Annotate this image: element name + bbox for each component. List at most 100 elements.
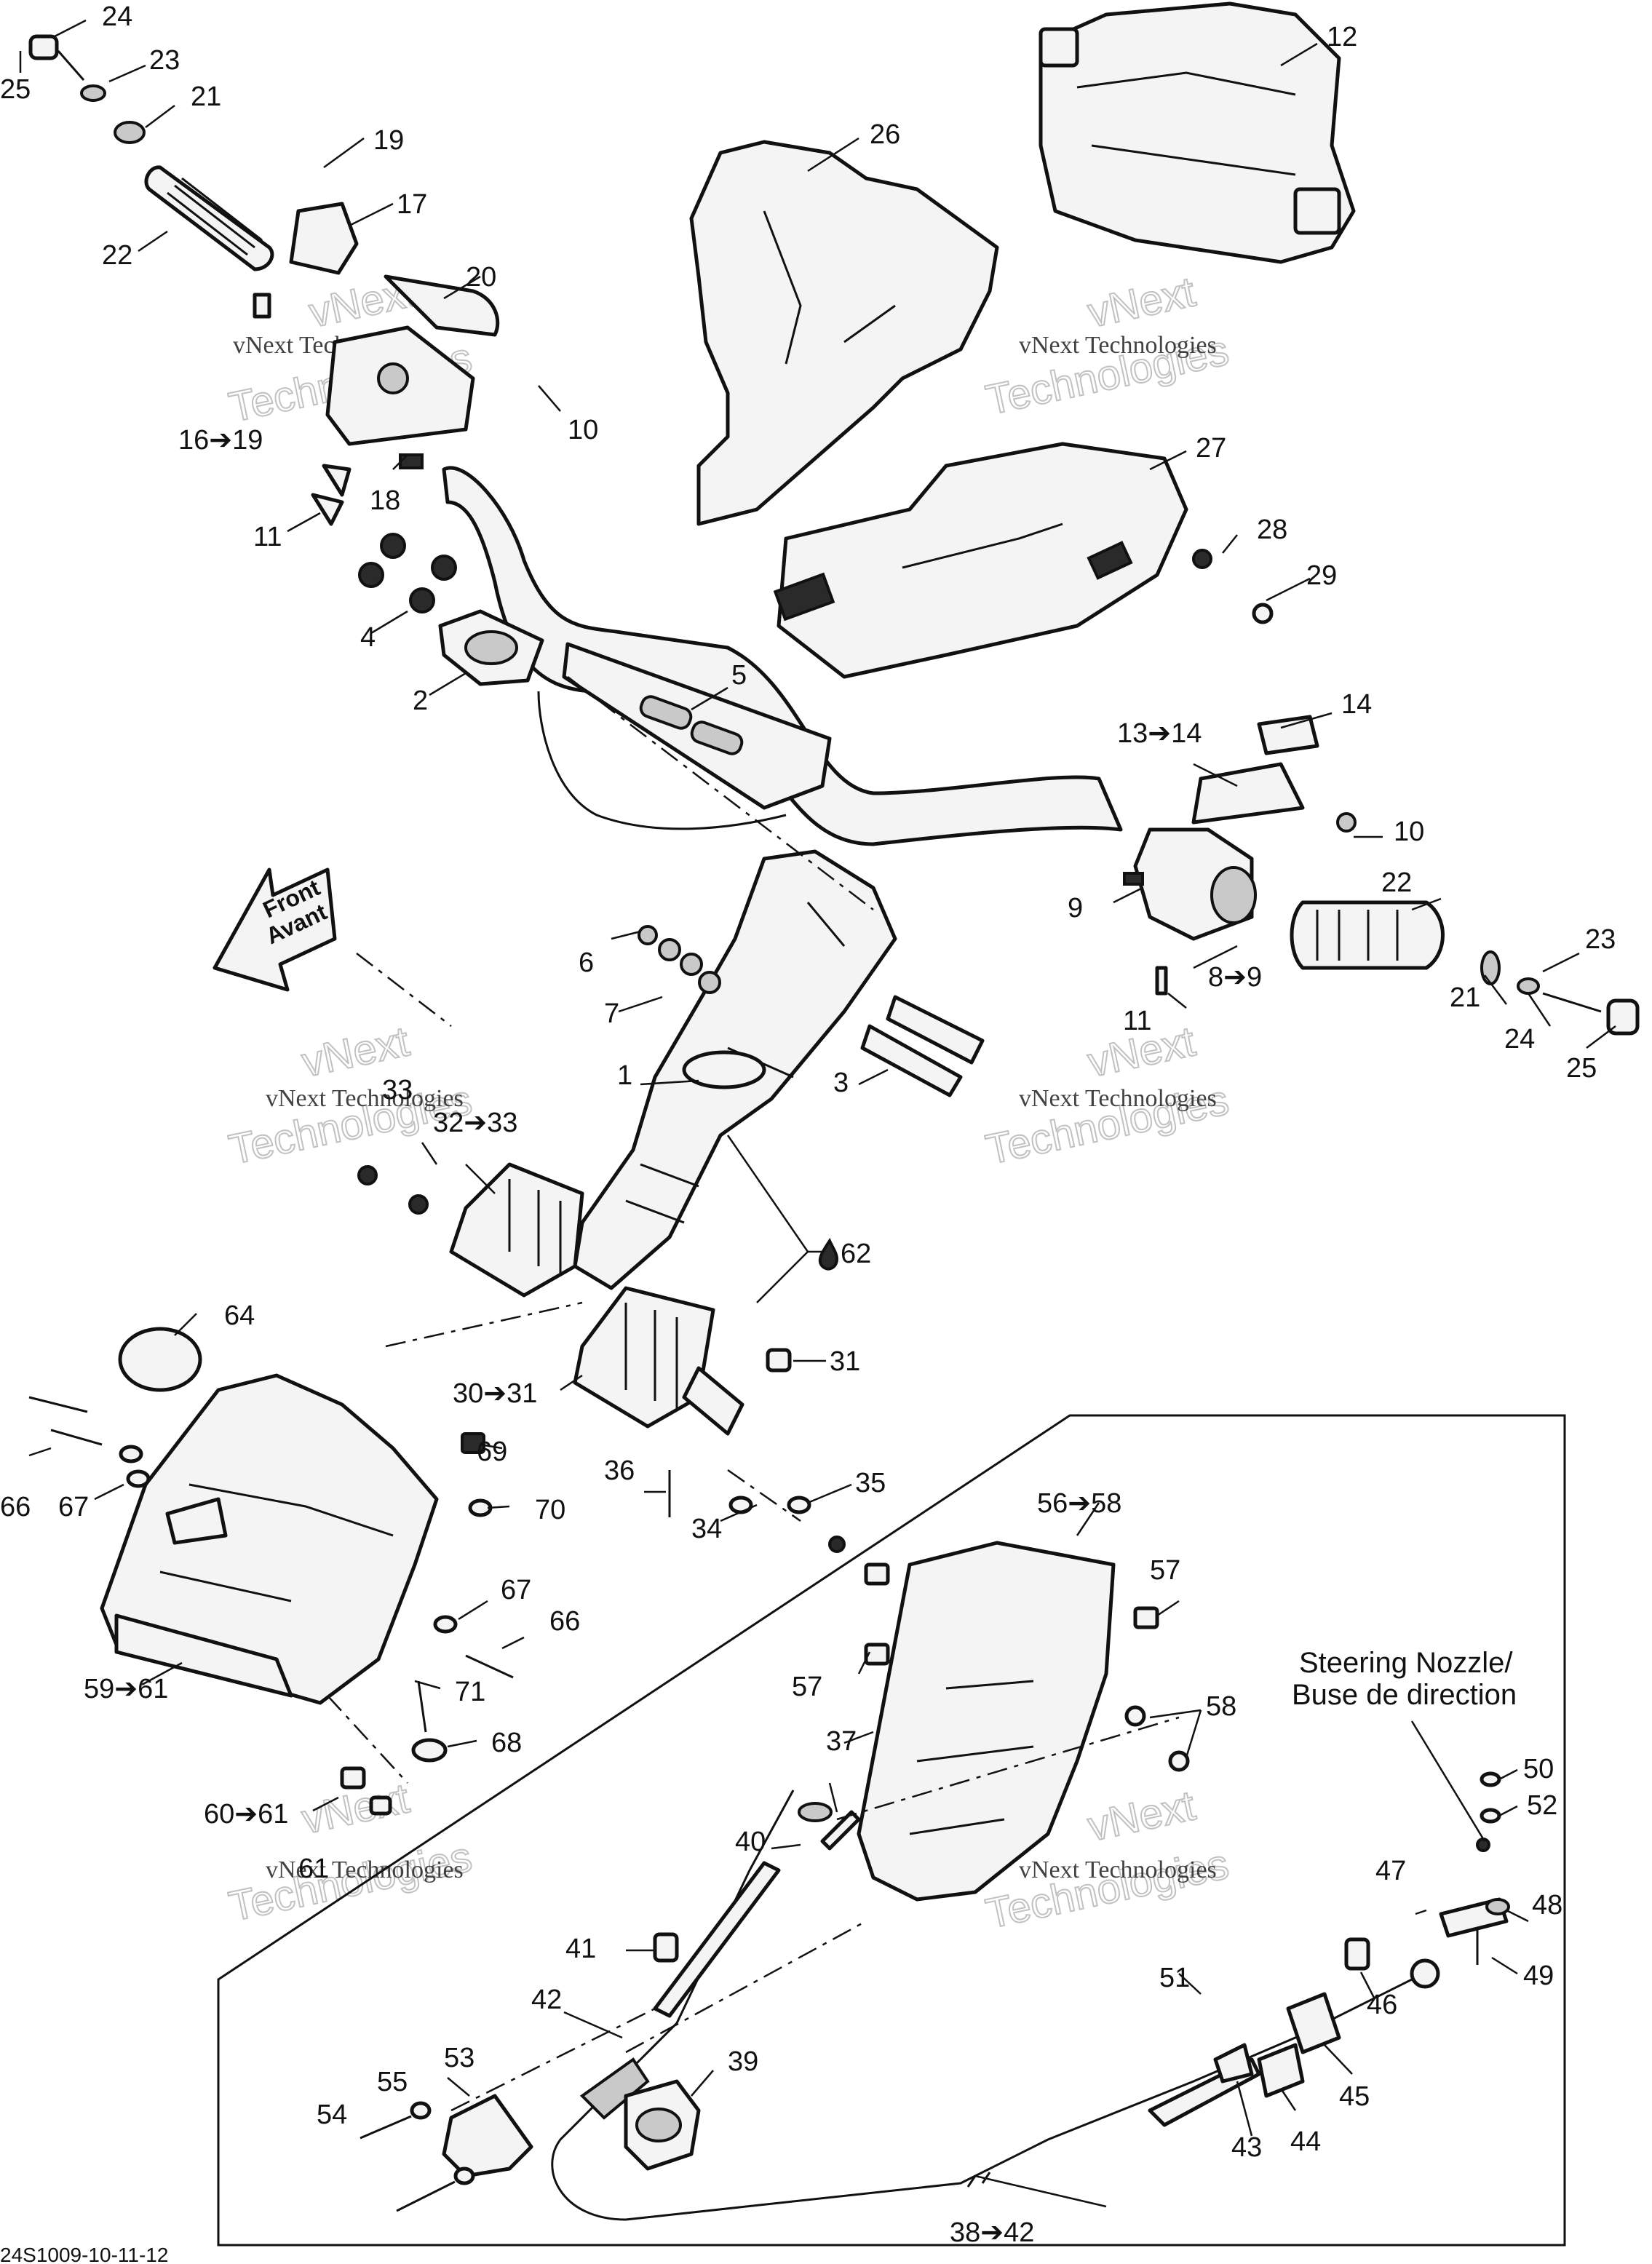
callout-35: 35: [855, 1468, 886, 1498]
cable-bushings: [1213, 1937, 1370, 2098]
callout-22: 22: [102, 240, 132, 271]
callout-29: 29: [1306, 560, 1337, 591]
callout-39: 39: [728, 2046, 758, 2077]
front-direction-arrow: Front Avant: [213, 867, 337, 992]
lubricant-drop-icon: [818, 1237, 839, 1271]
callout-58: 58: [1206, 1691, 1236, 1722]
callout-44: 44: [1290, 2126, 1321, 2157]
left-grip-assembly: [28, 34, 500, 526]
callout-2: 2: [413, 686, 428, 716]
callout-10b: 10: [1394, 817, 1424, 847]
nuts: [358, 533, 457, 613]
callout-22b: 22: [1381, 867, 1412, 898]
callout-37: 37: [826, 1726, 857, 1757]
callout-27: 27: [1196, 433, 1226, 464]
callout-17: 17: [397, 189, 427, 220]
callout-21: 21: [191, 82, 221, 112]
lower-housing: [100, 1373, 439, 1816]
callout-30-31: 30➔31: [453, 1378, 537, 1409]
callout-42: 42: [531, 1985, 562, 2015]
callout-57: 57: [1150, 1555, 1180, 1586]
storage-cover: [1039, 1, 1356, 264]
callout-67b: 67: [501, 1575, 531, 1605]
callout-24: 24: [102, 1, 132, 32]
callout-36: 36: [604, 1455, 635, 1486]
cable-fitting: [624, 2079, 701, 2171]
callout-56-58: 56➔58: [1037, 1488, 1121, 1519]
callout-66: 66: [0, 1492, 31, 1522]
callouts: 24 25 23 21 22 19 17 20 10 16➔19 18 11 4…: [0, 1, 1616, 2248]
callout-5: 5: [731, 660, 747, 691]
callout-18: 18: [370, 485, 400, 516]
callout-48: 48: [1532, 1890, 1562, 1921]
callout-28: 28: [1257, 515, 1287, 545]
callout-19: 19: [373, 125, 404, 156]
alignment-lines: [327, 676, 1180, 2112]
center-cover: [689, 140, 1274, 679]
leader-lines: [19, 19, 1616, 2208]
callout-21b: 21: [1450, 982, 1480, 1013]
callout-11b: 11: [1123, 1006, 1151, 1036]
callout-71: 71: [455, 1677, 485, 1707]
watermark-text: vNext Technologies: [1019, 332, 1217, 359]
callout-7: 7: [604, 998, 619, 1029]
callout-57b: 57: [792, 1672, 822, 1702]
drawing-code: 24S1009-10-11-12: [0, 2244, 168, 2264]
callout-40: 40: [735, 1827, 766, 1857]
callout-24b: 24: [1504, 1024, 1535, 1054]
housing-hardware: [28, 1396, 514, 1763]
watermark-big: vNext: [1084, 268, 1199, 336]
callout-32-33: 32➔33: [433, 1108, 517, 1138]
callout-66b: 66: [549, 1606, 580, 1637]
callout-51: 51: [1159, 1963, 1190, 1993]
watermark-text: vNext Technologies: [266, 1085, 464, 1112]
callout-12: 12: [1327, 22, 1357, 52]
callout-68: 68: [491, 1728, 522, 1758]
callout-20: 20: [466, 262, 496, 293]
callout-10: 10: [568, 415, 598, 445]
callout-52: 52: [1527, 1790, 1557, 1821]
bracket: [857, 1541, 1190, 1902]
callout-33: 33: [382, 1075, 413, 1105]
callout-6: 6: [579, 948, 594, 978]
callout-23: 23: [149, 45, 180, 76]
watermark-text: vNext Technologies: [1019, 1856, 1217, 1883]
watermark-big: vNext: [1084, 1782, 1199, 1850]
callout-62: 62: [841, 1239, 871, 1269]
right-grip-assembly: [1123, 715, 1640, 1036]
callout-41: 41: [565, 1934, 596, 1964]
callout-4: 4: [360, 622, 376, 653]
callout-26: 26: [870, 119, 900, 150]
callout-61: 61: [298, 1854, 329, 1884]
callout-31: 31: [830, 1346, 860, 1377]
callout-47: 47: [1375, 1856, 1406, 1886]
callout-70: 70: [535, 1495, 565, 1525]
callout-8-9: 8➔9: [1208, 962, 1262, 993]
callout-23b: 23: [1585, 924, 1616, 955]
callout-43: 43: [1231, 2132, 1262, 2163]
cable-subassembly-frame: [217, 1414, 1566, 2247]
callout-13-14: 13➔14: [1117, 718, 1202, 749]
callout-55: 55: [377, 2067, 408, 2097]
nozzle-label: Buse de direction: [1292, 1679, 1517, 1711]
callout-34: 34: [691, 1514, 722, 1544]
cable-clamp: [360, 2094, 533, 2212]
callout-53: 53: [444, 2043, 474, 2073]
crossbar-pad: [562, 642, 832, 810]
callout-64: 64: [224, 1300, 255, 1331]
callout-25: 25: [0, 74, 31, 105]
callout-60-61: 60➔61: [204, 1799, 288, 1830]
callout-59-61: 59➔61: [84, 1674, 168, 1704]
callout-45: 45: [1339, 2081, 1370, 2112]
callout-50: 50: [1523, 1754, 1554, 1784]
riser-clamp: [438, 609, 544, 686]
callout-67: 67: [58, 1492, 89, 1522]
callout-16-19: 16➔19: [178, 425, 263, 456]
callout-25b: 25: [1566, 1053, 1597, 1084]
callout-46: 46: [1367, 1990, 1397, 2020]
watermark-text: vNext Technologies: [266, 1856, 464, 1883]
bushing-block-lower: [573, 1286, 792, 1436]
callout-49: 49: [1523, 1961, 1554, 1991]
callout-14: 14: [1341, 689, 1372, 720]
